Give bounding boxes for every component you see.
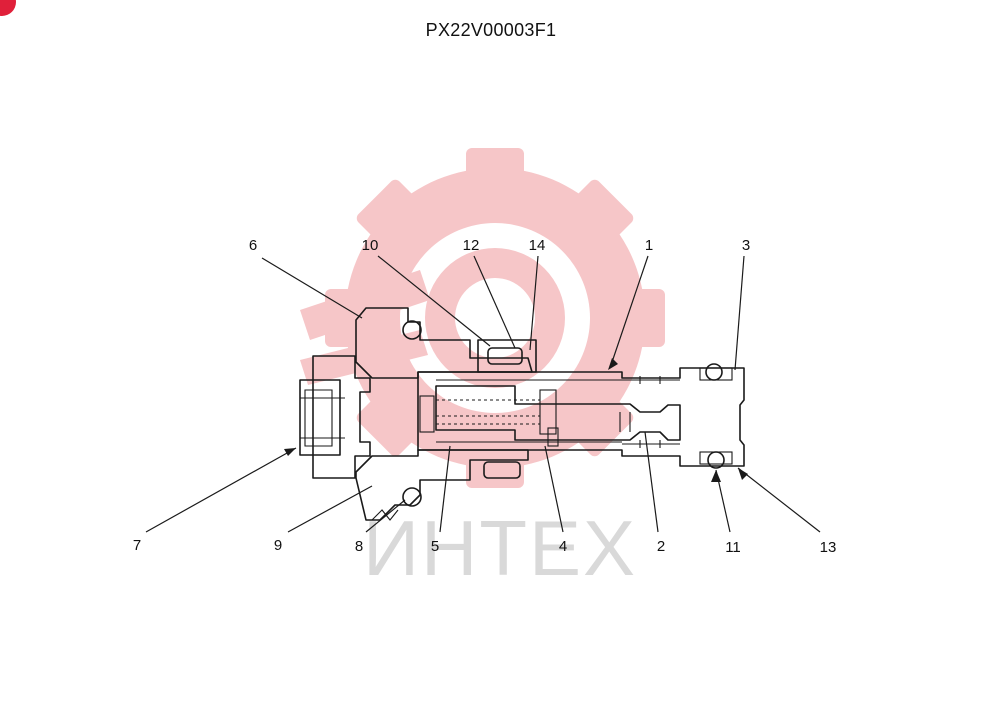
callout-10: 10 <box>362 237 379 254</box>
callout-9: 9 <box>274 537 282 554</box>
callout-8: 8 <box>355 538 363 555</box>
valve-assembly-drawing <box>299 307 745 521</box>
callout-6: 6 <box>249 237 257 254</box>
callout-5: 5 <box>431 538 439 555</box>
callout-1: 1 <box>645 237 653 254</box>
callout-14: 14 <box>529 237 546 254</box>
callout-labels: 6 10 12 14 1 3 7 9 8 5 4 2 11 13 <box>133 237 837 556</box>
callout-13: 13 <box>820 539 837 556</box>
callout-11: 11 <box>725 539 741 556</box>
arrow-icons <box>284 358 748 482</box>
callout-4: 4 <box>559 538 567 555</box>
leader-lines <box>145 255 821 533</box>
callout-2: 2 <box>657 538 665 555</box>
callout-12: 12 <box>463 237 480 254</box>
callout-3: 3 <box>742 237 750 254</box>
callout-7: 7 <box>133 537 141 554</box>
watermark-text: ИНТЕХ <box>363 504 637 592</box>
watermark-gear-icon <box>300 148 665 488</box>
page-title: PX22V00003F1 <box>425 20 557 40</box>
